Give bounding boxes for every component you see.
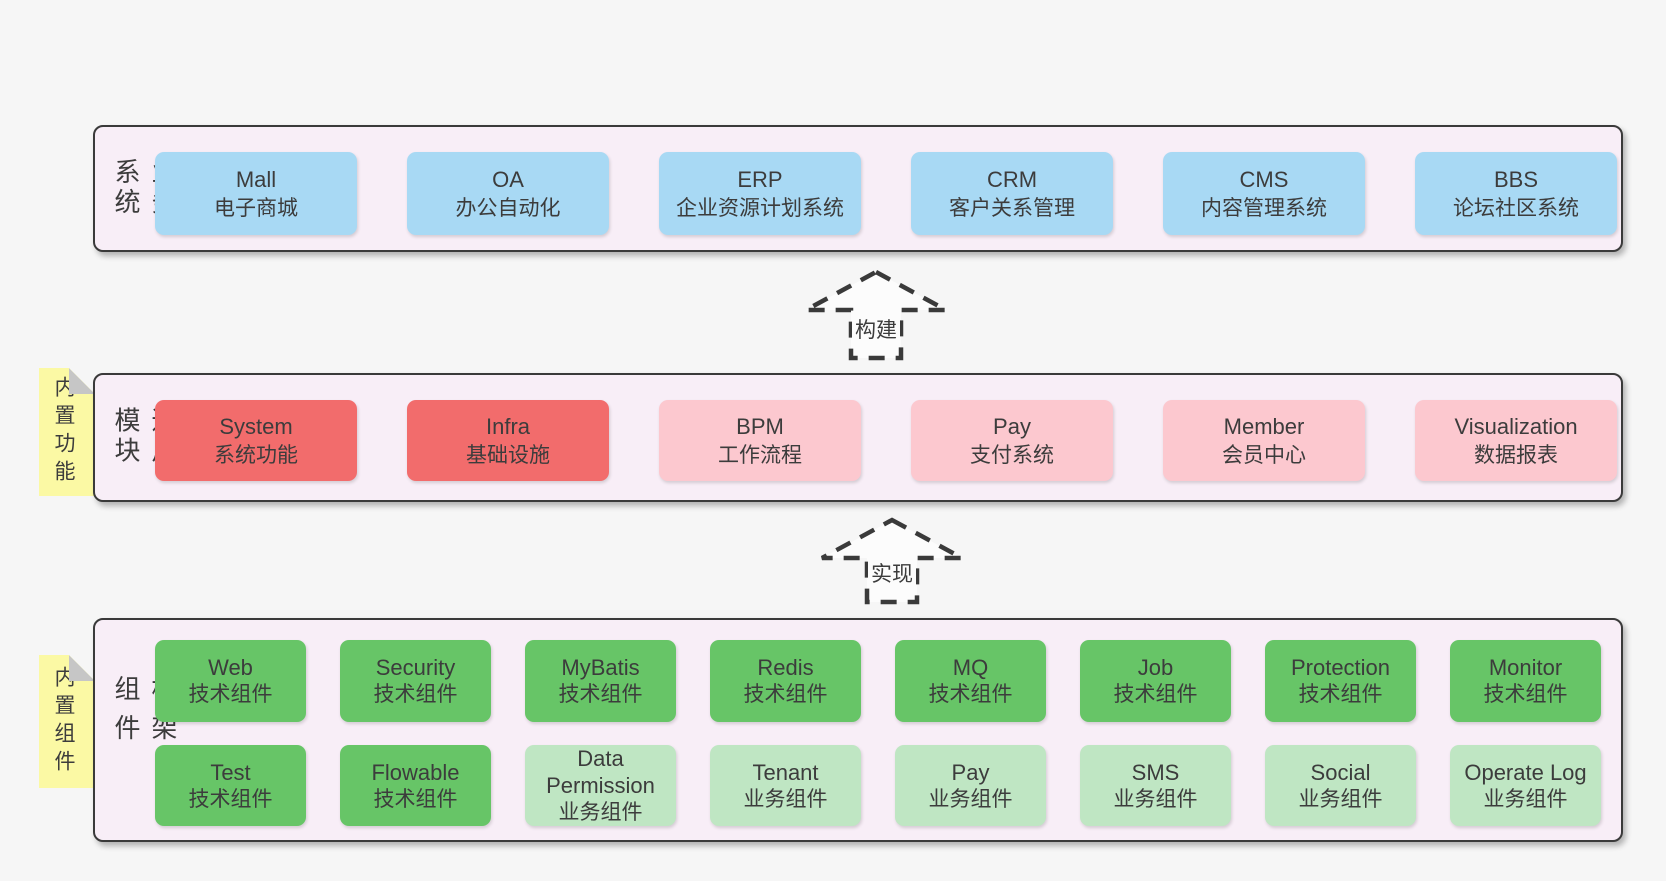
band-business-systems: 业务系统 Mall 电子商城 OA 办公自动化 ERP 企业资源计划系统 CRM… <box>93 125 1623 252</box>
box-subtitle: 会员中心 <box>1222 443 1306 467</box>
box-title: MyBatis <box>561 655 640 680</box>
box-title: BPM <box>736 413 784 439</box>
box-title: Test <box>210 759 251 785</box>
box-infra: Infra 基础设施 <box>407 400 609 481</box>
box-subtitle: 业务组件 <box>743 787 828 811</box>
box-title: Job <box>1137 655 1174 680</box>
box-subtitle: 技术组件 <box>373 787 458 811</box>
box-erp: ERP 企业资源计划系统 <box>659 152 861 235</box>
box-subtitle: 技术组件 <box>188 787 273 811</box>
box-subtitle: 客户关系管理 <box>949 196 1075 220</box>
box-title: BBS <box>1493 166 1539 192</box>
box-title: Data Permission <box>546 746 655 798</box>
box-test: Test 技术组件 <box>155 745 306 826</box>
box-mq: MQ 技术组件 <box>895 640 1046 722</box>
box-job: Job 技术组件 <box>1080 640 1231 722</box>
box-pay-component: Pay 业务组件 <box>895 745 1046 826</box>
box-title: System <box>219 413 293 439</box>
box-subtitle: 技术组件 <box>373 683 458 706</box>
box-security: Security 技术组件 <box>340 640 491 722</box>
box-title: OA <box>492 166 524 192</box>
box-subtitle: 论坛社区系统 <box>1453 196 1579 220</box>
box-subtitle: 业务组件 <box>558 801 643 824</box>
folded-corner-icon <box>69 655 95 681</box>
build-arrow-label: 构建 <box>852 314 900 344</box>
box-operate-log: Operate Log 业务组件 <box>1450 745 1601 826</box>
box-title: Operate Log <box>1464 759 1587 785</box>
sticky-note-builtin-features: 内置功能 <box>39 368 95 496</box>
box-mall: Mall 电子商城 <box>155 152 357 235</box>
box-data-permission: Data Permission 业务组件 <box>525 745 676 826</box>
box-title: Security <box>375 655 456 680</box>
box-pay-system: Pay 支付系统 <box>911 400 1113 481</box>
box-title: CRM <box>986 166 1038 192</box>
box-monitor: Monitor 技术组件 <box>1450 640 1601 722</box>
box-title: Web <box>208 655 253 680</box>
band-framework-components: 框架组件 Web 技术组件 Security 技术组件 MyBatis 技术组件… <box>93 618 1623 842</box>
box-subtitle: 电子商城 <box>214 196 298 220</box>
box-flowable: Flowable 技术组件 <box>340 745 491 826</box>
box-subtitle: 技术组件 <box>743 683 828 706</box>
box-title: ERP <box>737 166 783 192</box>
box-title: Protection <box>1290 655 1391 680</box>
box-subtitle: 内容管理系统 <box>1201 196 1327 220</box>
box-subtitle: 业务组件 <box>1113 787 1198 811</box>
box-mybatis: MyBatis 技术组件 <box>525 640 676 722</box>
box-crm: CRM 客户关系管理 <box>911 152 1113 235</box>
band-common-modules: 通用模块 System 系统功能 Infra 基础设施 BPM 工作流程 Pay… <box>93 373 1623 502</box>
box-title: Social <box>1310 759 1371 785</box>
box-web: Web 技术组件 <box>155 640 306 722</box>
box-subtitle: 技术组件 <box>1298 683 1383 706</box>
box-subtitle: 业务组件 <box>1298 787 1383 811</box>
box-sms: SMS 业务组件 <box>1080 745 1231 826</box>
box-member: Member 会员中心 <box>1163 400 1365 481</box>
box-title: Mall <box>235 166 277 192</box>
implement-arrow-label: 实现 <box>868 558 916 588</box>
box-title: Pay <box>993 413 1031 439</box>
box-subtitle: 技术组件 <box>1113 683 1198 706</box>
sticky-note-builtin-features-label: 内置功能 <box>52 376 75 488</box>
box-cms: CMS 内容管理系统 <box>1163 152 1365 235</box>
box-social: Social 业务组件 <box>1265 745 1416 826</box>
box-visualization: Visualization 数据报表 <box>1415 400 1617 481</box>
box-oa: OA 办公自动化 <box>407 152 609 235</box>
box-tenant: Tenant 业务组件 <box>710 745 861 826</box>
folded-corner-icon <box>69 368 95 394</box>
box-subtitle: 支付系统 <box>970 443 1054 467</box>
box-title: MQ <box>952 655 989 680</box>
sticky-note-builtin-components-label: 内置组件 <box>52 665 75 778</box>
box-title: CMS <box>1239 166 1289 192</box>
box-subtitle: 办公自动化 <box>455 196 561 220</box>
box-bpm: BPM 工作流程 <box>659 400 861 481</box>
box-title: Flowable <box>371 759 460 785</box>
box-title: Tenant <box>752 759 819 785</box>
box-subtitle: 企业资源计划系统 <box>676 196 844 220</box>
box-protection: Protection 技术组件 <box>1265 640 1416 722</box>
box-subtitle: 工作流程 <box>718 443 802 467</box>
box-title: Visualization <box>1454 413 1578 439</box>
box-subtitle: 业务组件 <box>928 787 1013 811</box>
box-title: SMS <box>1131 759 1180 785</box>
box-title: Redis <box>757 655 814 680</box>
box-subtitle: 业务组件 <box>1483 787 1568 811</box>
box-subtitle: 数据报表 <box>1474 443 1558 467</box>
box-title: Monitor <box>1488 655 1563 680</box>
sticky-note-builtin-components: 内置组件 <box>39 655 95 788</box>
box-subtitle: 技术组件 <box>558 683 643 706</box>
box-system: System 系统功能 <box>155 400 357 481</box>
box-title: Pay <box>951 759 990 785</box>
box-subtitle: 系统功能 <box>214 443 298 467</box>
box-subtitle: 基础设施 <box>466 443 550 467</box>
box-subtitle: 技术组件 <box>928 683 1013 706</box>
box-bbs: BBS 论坛社区系统 <box>1415 152 1617 235</box>
box-title: Member <box>1223 413 1305 439</box>
box-subtitle: 技术组件 <box>188 683 273 706</box>
box-title: Infra <box>485 413 531 439</box>
box-subtitle: 技术组件 <box>1483 683 1568 706</box>
box-redis: Redis 技术组件 <box>710 640 861 722</box>
